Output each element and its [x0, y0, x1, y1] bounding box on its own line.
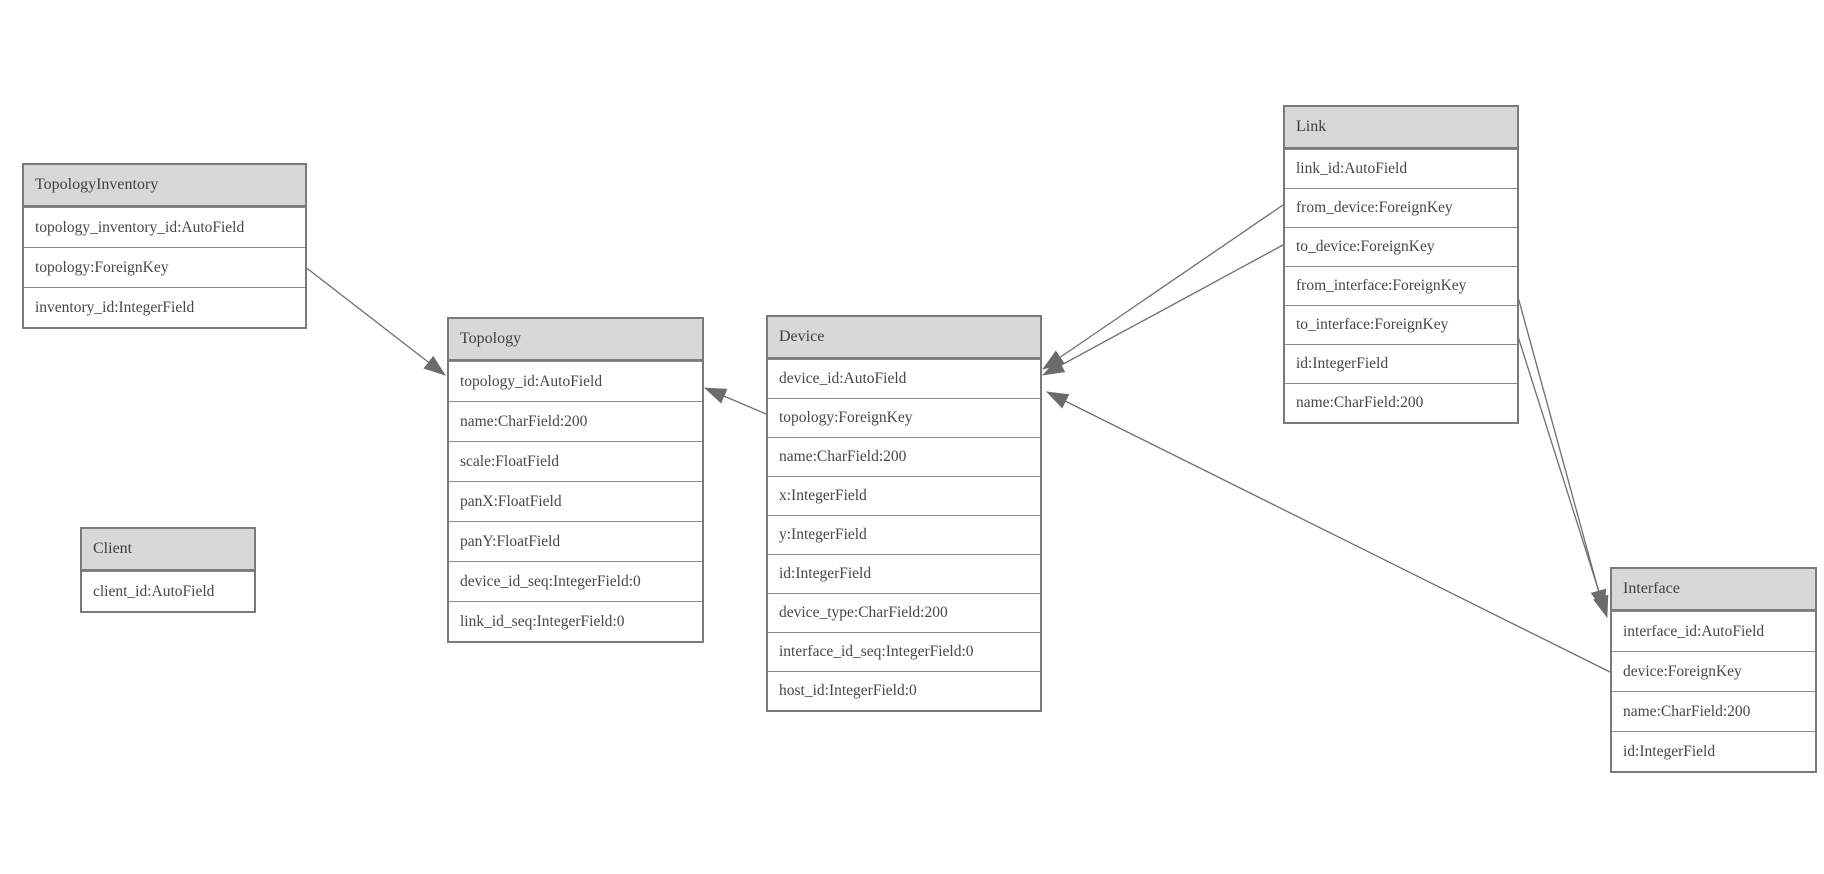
entity-field: panX:FloatField: [449, 481, 702, 521]
entity-link-title: Link: [1285, 107, 1517, 149]
rel-link-frominterface-interface: [1514, 285, 1607, 612]
entity-field: name:CharField:200: [768, 437, 1040, 476]
rel-interface-device: [1046, 391, 1611, 673]
rel-device-topology: [704, 387, 767, 415]
entity-field: x:IntegerField: [768, 476, 1040, 515]
entity-field: device_type:CharField:200: [768, 593, 1040, 632]
entity-field: name:CharField:200: [449, 401, 702, 441]
entity-field: device_id_seq:IntegerField:0: [449, 561, 702, 601]
entity-topologyinventory: TopologyInventory topology_inventory_id:…: [22, 163, 307, 329]
entity-field: device_id:AutoField: [768, 359, 1040, 398]
entity-device-title: Device: [768, 317, 1040, 359]
entity-field: from_device:ForeignKey: [1285, 188, 1517, 227]
entity-field: link_id_seq:IntegerField:0: [449, 601, 702, 641]
entity-field: client_id:AutoField: [82, 571, 254, 611]
entity-topology-title: Topology: [449, 319, 702, 361]
entity-field: device:ForeignKey: [1612, 651, 1815, 691]
entity-client-title: Client: [82, 529, 254, 571]
entity-topology: Topology topology_id:AutoField name:Char…: [447, 317, 704, 643]
entity-field: interface_id:AutoField: [1612, 611, 1815, 651]
entity-interface: Interface interface_id:AutoField device:…: [1610, 567, 1817, 773]
entity-field: id:IntegerField: [1285, 344, 1517, 383]
rel-link-tointerface-interface: [1514, 326, 1609, 618]
entity-field: id:IntegerField: [768, 554, 1040, 593]
rel-topologyinventory-topology: [303, 265, 446, 376]
entity-device: Device device_id:AutoField topology:Fore…: [766, 315, 1042, 712]
entity-field: link_id:AutoField: [1285, 149, 1517, 188]
entity-field: scale:FloatField: [449, 441, 702, 481]
entity-field: to_interface:ForeignKey: [1285, 305, 1517, 344]
entity-field: y:IntegerField: [768, 515, 1040, 554]
entity-client: Client client_id:AutoField: [80, 527, 256, 613]
entity-field: name:CharField:200: [1612, 691, 1815, 731]
entity-topologyinventory-title: TopologyInventory: [24, 165, 305, 207]
entity-field: topology:ForeignKey: [768, 398, 1040, 437]
rel-link-todevice-device: [1042, 244, 1284, 376]
entity-field: name:CharField:200: [1285, 383, 1517, 422]
entity-link: Link link_id:AutoField from_device:Forei…: [1283, 105, 1519, 424]
entity-field: inventory_id:IntegerField: [24, 287, 305, 327]
entity-field: to_device:ForeignKey: [1285, 227, 1517, 266]
entity-field: panY:FloatField: [449, 521, 702, 561]
entity-field: from_interface:ForeignKey: [1285, 266, 1517, 305]
rel-link-fromdevice-device: [1042, 204, 1284, 370]
entity-field: host_id:IntegerField:0: [768, 671, 1040, 710]
entity-field: topology_inventory_id:AutoField: [24, 207, 305, 247]
entity-field: interface_id_seq:IntegerField:0: [768, 632, 1040, 671]
entity-field: id:IntegerField: [1612, 731, 1815, 771]
entity-interface-title: Interface: [1612, 569, 1815, 611]
entity-field: topology_id:AutoField: [449, 361, 702, 401]
entity-field: topology:ForeignKey: [24, 247, 305, 287]
